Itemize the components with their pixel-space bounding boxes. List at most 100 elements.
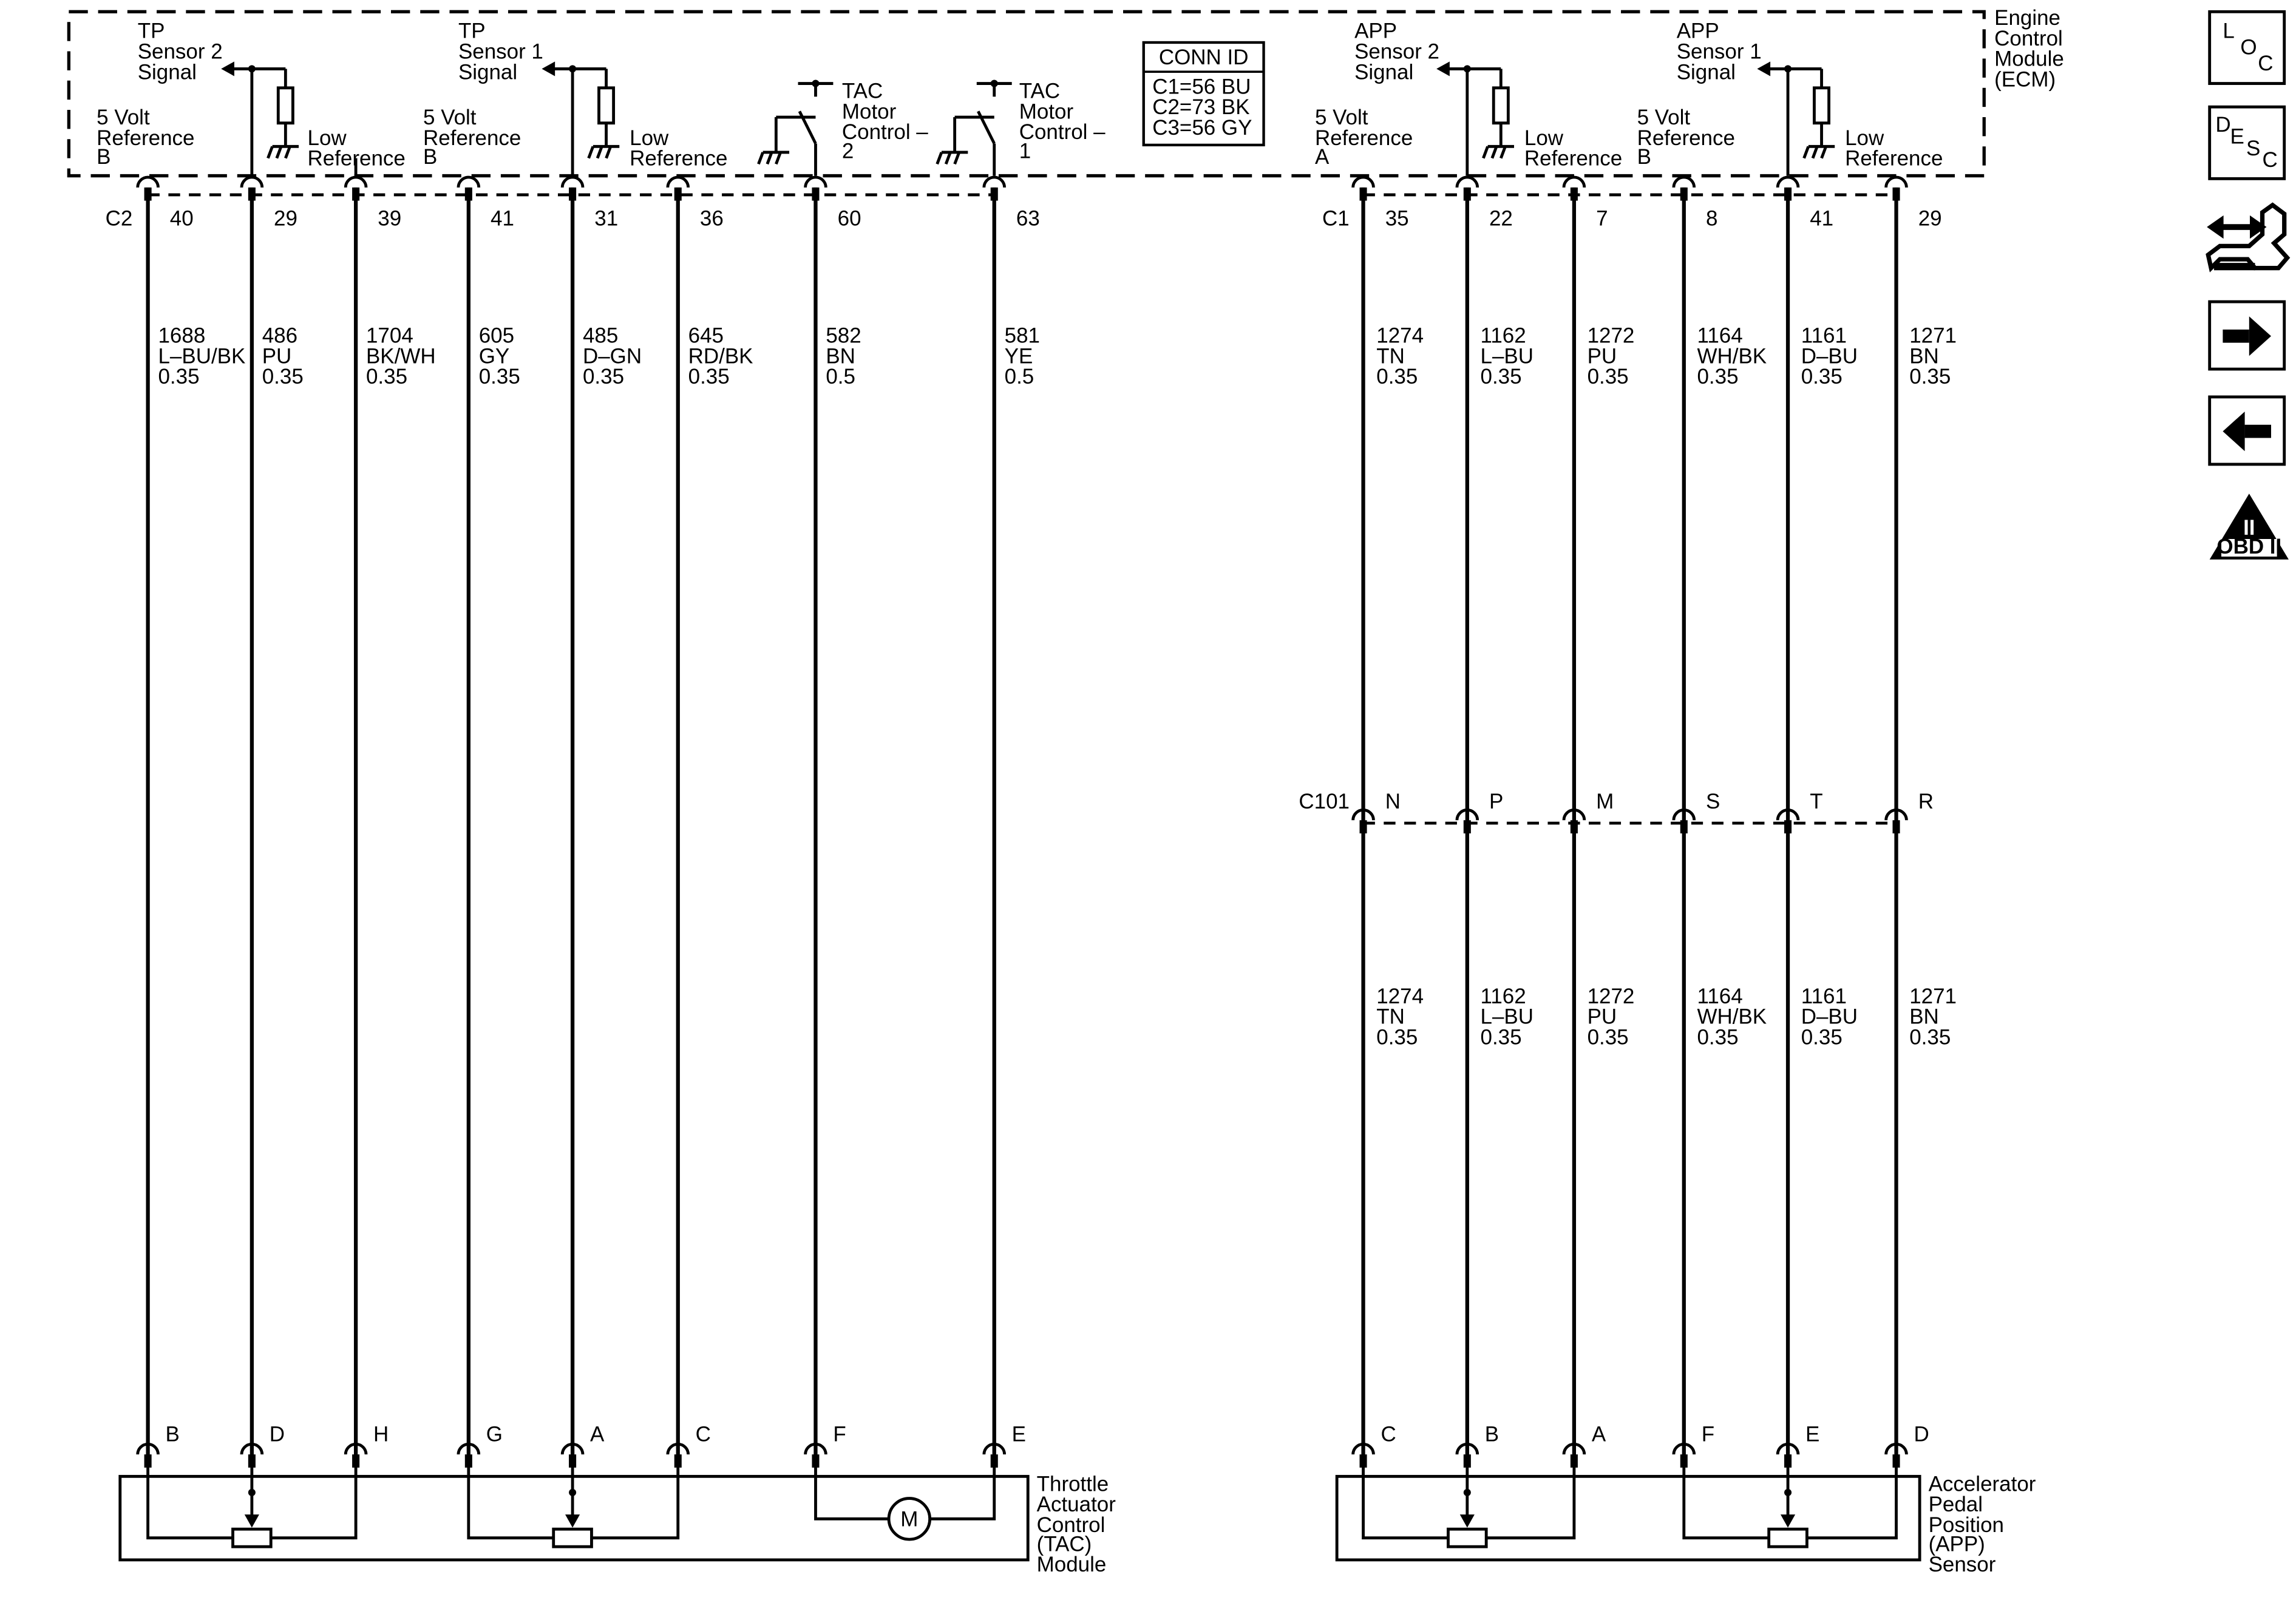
wire-color: D–BU <box>1801 1005 1858 1029</box>
wire-color: WH/BK <box>1697 344 1767 368</box>
wire-color: PU <box>1588 344 1617 368</box>
wire-size: 0.35 <box>1588 1025 1629 1049</box>
connector-cavity <box>240 175 264 201</box>
c101-pin-letter: N <box>1385 790 1401 813</box>
connector-tool-icon[interactable] <box>2206 202 2291 273</box>
connector-cavity <box>1455 175 1479 201</box>
low-reference-label: Low Reference <box>1845 126 1943 171</box>
wire-color: L–BU/BK <box>158 344 245 368</box>
wire-size: 0.35 <box>1909 1025 1951 1049</box>
app-pin-letter: E <box>1805 1422 1819 1446</box>
tp-sensor2-signal-label: TP Sensor 2 Signal <box>138 19 229 84</box>
next-arrow-icon[interactable] <box>2208 300 2286 371</box>
tac-motor-control-2-label: TAC Motor Control – 2 <box>842 80 934 163</box>
wire-size: 0.35 <box>1909 365 1951 388</box>
ecm-internal-labels: TP Sensor 2 Signal TP Sensor 1 Signal AP… <box>97 19 1943 171</box>
wire-circuit-number: 582 <box>826 324 861 348</box>
wire-circuit-number: 486 <box>262 324 297 348</box>
app-pin-letter: C <box>1381 1422 1396 1446</box>
ecm-title: Engine Control Module (ECM) <box>1994 6 2070 91</box>
wire-color: PU <box>1588 1005 1617 1029</box>
ecm-pin-number: 29 <box>1918 207 1942 231</box>
wire-circuit-number: 1274 <box>1376 985 1424 1008</box>
ecm-internal-symbols <box>221 61 1835 176</box>
wire-size: 0.5 <box>826 365 855 388</box>
connector-cavity <box>1672 1442 1696 1468</box>
ecm-pin-number: 41 <box>491 207 514 231</box>
low-reference-label: Low Reference <box>630 126 727 171</box>
wire-size: 0.35 <box>1481 1025 1522 1049</box>
wire-color: L–BU <box>1481 344 1533 368</box>
signal-output-symbol <box>542 61 620 176</box>
connector-cavity <box>982 175 1007 201</box>
app-sensor2-signal-label: APP Sensor 2 Signal <box>1354 19 1445 84</box>
tac-pin-letter: B <box>166 1422 180 1446</box>
wire-color: L–BU <box>1481 1005 1533 1029</box>
app-sensor1-signal-label: APP Sensor 1 Signal <box>1677 19 1768 84</box>
wire-color: TN <box>1376 1005 1405 1029</box>
obd-ii-icon[interactable]: II OBD II <box>2209 493 2289 560</box>
connector-cavity <box>240 1442 264 1468</box>
svg-text:S: S <box>2246 137 2260 160</box>
connectors: 40B29D39H41G31A36C60F63E35NC22PB7MA8SF41… <box>136 175 1942 1468</box>
connector-cavity <box>457 175 481 201</box>
wires: 1688L–BU/BK0.35486PU0.351704BK/WH0.35605… <box>146 187 1957 1465</box>
connector-cavity <box>666 175 690 201</box>
wire-circuit-number: 1164 <box>1697 324 1742 348</box>
ecm-pin-number: 22 <box>1489 207 1513 231</box>
ecm-pin-number: 35 <box>1385 207 1409 231</box>
connector-cavity <box>666 1442 690 1468</box>
wire-color: TN <box>1376 344 1405 368</box>
connector-cavity <box>804 1442 827 1468</box>
wire-size: 0.35 <box>1588 365 1629 388</box>
wire-size: 0.35 <box>366 365 407 388</box>
wire-circuit-number: 1271 <box>1909 985 1957 1008</box>
wire-size: 0.35 <box>688 365 730 388</box>
wire-circuit-number: 1271 <box>1909 324 1957 348</box>
wire-circuit-number: 1162 <box>1481 985 1526 1008</box>
wire-circuit-number: 1272 <box>1588 985 1635 1008</box>
location-icon[interactable]: L O C <box>2208 10 2286 85</box>
c101-pin-letter: S <box>1706 790 1720 813</box>
tac-motor-control-1-label: TAC Motor Control – 1 <box>1019 80 1112 163</box>
ecm-box: Engine Control Module (ECM) <box>67 6 2070 178</box>
connector-cavity <box>982 1442 1007 1468</box>
wire-size: 0.35 <box>1481 365 1522 388</box>
ecm-pin-number: 7 <box>1596 207 1608 231</box>
wire-size: 0.35 <box>1376 1025 1418 1049</box>
tac-module-label: Throttle Actuator Control (TAC) Module <box>1037 1472 1122 1576</box>
ecm-pin-number: 60 <box>838 207 861 231</box>
connector-cavity <box>560 1442 585 1468</box>
tac-pin-letter: F <box>833 1422 846 1446</box>
wire-color: RD/BK <box>688 344 753 368</box>
signal-output-symbol <box>1436 61 1514 176</box>
ecm-pin-number: 41 <box>1810 207 1833 231</box>
conn-id-entry: C1=56 BU <box>1152 75 1251 98</box>
wire-size: 0.35 <box>1801 1025 1843 1049</box>
connector-cavity <box>1455 1442 1479 1468</box>
wire-circuit-number: 1161 <box>1801 324 1847 348</box>
app-pin-letter: B <box>1485 1422 1499 1446</box>
signal-output-symbol <box>221 61 299 176</box>
wire-size: 0.5 <box>1005 365 1034 388</box>
connector-c1-label: C1 <box>1322 207 1350 231</box>
previous-arrow-icon[interactable] <box>2208 395 2286 466</box>
connector-cavity <box>1351 175 1375 201</box>
ecm-pin-number: 29 <box>274 207 297 231</box>
motor-symbol-label: M <box>900 1507 918 1531</box>
connector-c2-label: C2 <box>106 207 133 231</box>
connector-cavity <box>136 175 160 201</box>
description-icon[interactable]: D E S C <box>2208 105 2286 180</box>
wire-circuit-number: 1164 <box>1697 985 1742 1008</box>
connector-cavity <box>457 1442 481 1468</box>
